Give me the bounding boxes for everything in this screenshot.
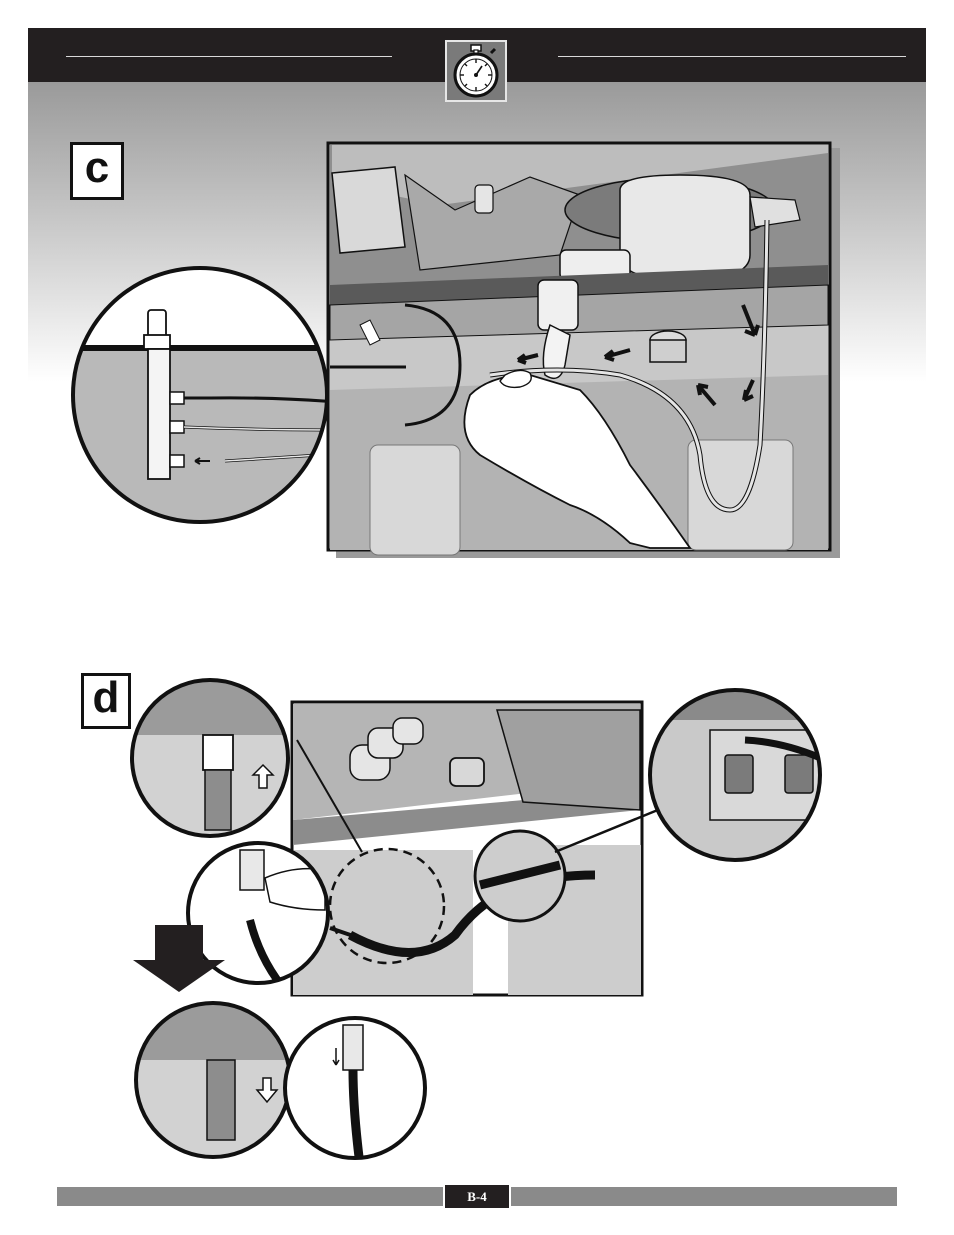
right-bracket-detail [645,690,830,860]
valve-reconnect-detail [130,1000,300,1157]
footer-bar-right [511,1187,897,1206]
header-rule-left [66,56,392,57]
valve-disconnect-detail [130,675,300,836]
stopwatch-icon [445,40,507,102]
header-rule-right [558,56,906,57]
hose-reconnect-detail [285,1018,425,1165]
step-d-illustration [125,670,845,1165]
step-label-d: d [81,673,131,729]
step-c-illustration [60,135,850,565]
footer-bar-left [57,1187,443,1206]
page-number: B-4 [445,1185,509,1208]
